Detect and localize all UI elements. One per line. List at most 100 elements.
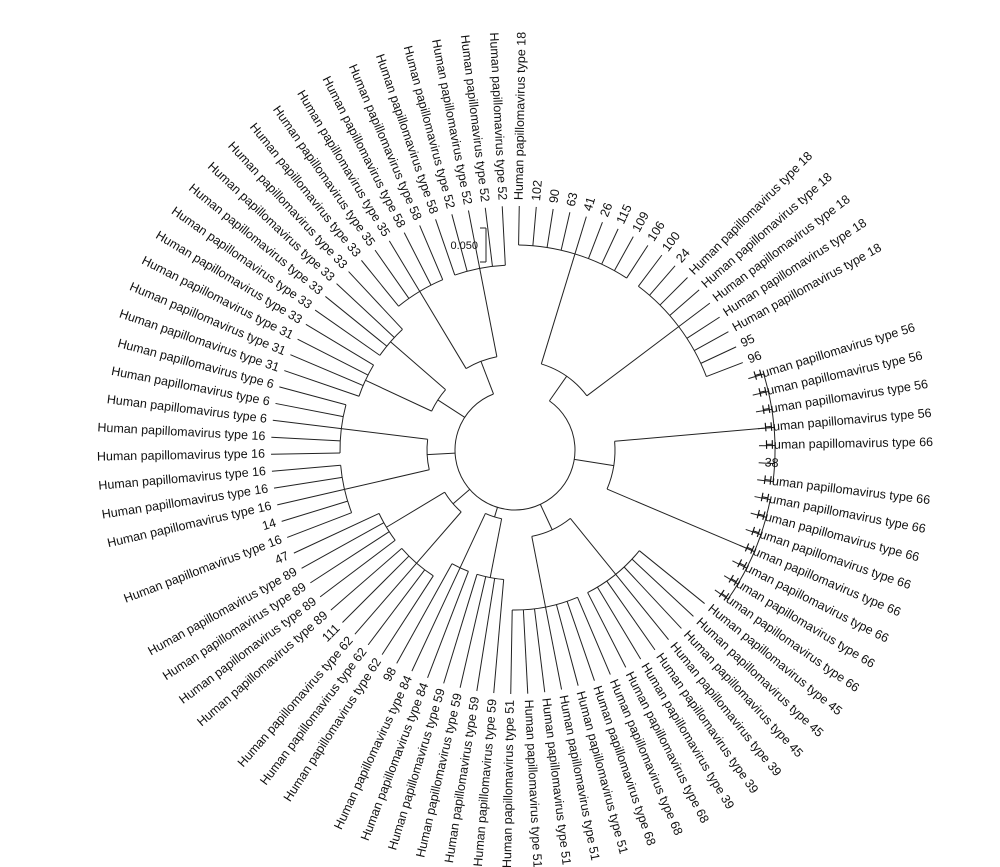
tree-branch bbox=[275, 402, 344, 418]
tree-branch bbox=[459, 513, 486, 569]
tree-branch bbox=[532, 206, 537, 246]
tree-branch bbox=[386, 491, 445, 528]
tree-branch bbox=[484, 207, 493, 267]
tree-branch bbox=[626, 245, 649, 279]
tree-branch bbox=[297, 338, 369, 376]
tree-arc bbox=[485, 512, 502, 520]
tree-branch bbox=[459, 576, 487, 688]
tip-label: Human papillomavirus type 51 bbox=[522, 699, 545, 867]
tree-branch bbox=[419, 291, 467, 369]
tree-branch bbox=[613, 236, 634, 271]
tree-branch bbox=[290, 354, 364, 386]
tree-branch bbox=[659, 277, 688, 306]
tip-label: 24 bbox=[673, 246, 693, 266]
tree-branch bbox=[390, 341, 446, 391]
tree-branch bbox=[574, 216, 587, 255]
tree-branch bbox=[745, 528, 761, 536]
tree-branch bbox=[649, 265, 676, 296]
tree-branch bbox=[273, 476, 343, 489]
tree-branches bbox=[271, 206, 776, 694]
tree-branch bbox=[365, 379, 432, 412]
tip-label: Human papillomavirus type 52 bbox=[487, 32, 510, 201]
tree-branch bbox=[388, 240, 421, 292]
tree-branch bbox=[330, 548, 403, 611]
tree-branch bbox=[361, 260, 399, 307]
tree-arc bbox=[339, 404, 347, 454]
tree-branch bbox=[587, 592, 627, 668]
tip-label: 47 bbox=[273, 549, 292, 568]
tree-branch bbox=[752, 391, 769, 396]
tree-branch bbox=[577, 597, 611, 675]
tip-label: 14 bbox=[260, 516, 277, 533]
tree-branch bbox=[686, 316, 720, 339]
tree-arc bbox=[451, 563, 469, 572]
tree-branch bbox=[714, 589, 729, 600]
tree-branch bbox=[279, 386, 347, 406]
tree-branch bbox=[374, 249, 410, 299]
tip-label: 102 bbox=[529, 179, 545, 201]
tree-branch bbox=[443, 574, 478, 684]
tree-branch bbox=[539, 504, 553, 530]
tree-branch bbox=[437, 399, 465, 418]
tree-branch bbox=[510, 609, 513, 694]
scale-bar: 0.050 bbox=[450, 227, 487, 263]
tree-arc bbox=[431, 389, 446, 412]
tree-arc bbox=[378, 513, 396, 541]
tree-arc bbox=[541, 363, 588, 397]
tree-branch bbox=[284, 370, 360, 397]
tree-branch bbox=[694, 331, 729, 352]
tree-branch bbox=[403, 232, 432, 286]
tip-label: 96 bbox=[746, 348, 764, 366]
tree-branch bbox=[522, 609, 529, 694]
tree-branch bbox=[277, 488, 345, 506]
tree-branch bbox=[451, 214, 468, 272]
tree-branch bbox=[281, 500, 348, 522]
tip-label: Human papillomavirus type 18 bbox=[512, 32, 529, 200]
tree-branch bbox=[348, 271, 403, 330]
tree-branch bbox=[501, 206, 506, 266]
tree-branch bbox=[518, 206, 520, 246]
tree-branch bbox=[596, 586, 642, 660]
tree-branch bbox=[396, 563, 453, 664]
tree-branch bbox=[706, 362, 743, 378]
tree-branch bbox=[305, 323, 374, 366]
tree-branch bbox=[678, 302, 711, 328]
tip-label: Human papillomavirus type 16 bbox=[97, 420, 266, 443]
tree-branch bbox=[546, 208, 554, 248]
tree-arc bbox=[444, 491, 462, 513]
tree-branch bbox=[531, 536, 547, 608]
tree-branch bbox=[419, 225, 444, 280]
tree-branch bbox=[669, 289, 700, 316]
tree-branch bbox=[479, 268, 498, 357]
tree-branch bbox=[336, 283, 395, 338]
tree-branch bbox=[601, 228, 619, 265]
tip-label: 41 bbox=[581, 195, 598, 212]
tree-branch bbox=[545, 606, 563, 690]
tree-branch bbox=[319, 539, 396, 598]
tree-branch bbox=[381, 575, 434, 655]
tree-branch bbox=[494, 507, 498, 518]
tree-arc bbox=[587, 550, 640, 594]
tree-branch bbox=[325, 296, 388, 347]
tree-branch bbox=[606, 580, 656, 651]
tree-arc bbox=[401, 548, 434, 577]
tree-arc bbox=[512, 596, 578, 611]
tree-arc bbox=[638, 285, 707, 377]
tree-branch bbox=[750, 512, 767, 518]
tree-branch bbox=[427, 571, 469, 678]
tree-branch bbox=[587, 222, 603, 259]
tree-branch bbox=[489, 518, 503, 578]
tree-branch bbox=[555, 604, 579, 686]
tree-branch bbox=[271, 436, 341, 442]
tree-branch bbox=[480, 361, 494, 395]
tree-branch bbox=[452, 488, 471, 505]
tree-branch bbox=[344, 469, 430, 490]
tree-branch bbox=[631, 558, 694, 617]
tree-branch bbox=[566, 601, 595, 681]
tree-branch bbox=[416, 511, 462, 564]
tip-label: Human papillomavirus type 66 bbox=[765, 435, 933, 452]
tip-label: 38 bbox=[764, 455, 779, 470]
tree-branch bbox=[757, 479, 774, 483]
